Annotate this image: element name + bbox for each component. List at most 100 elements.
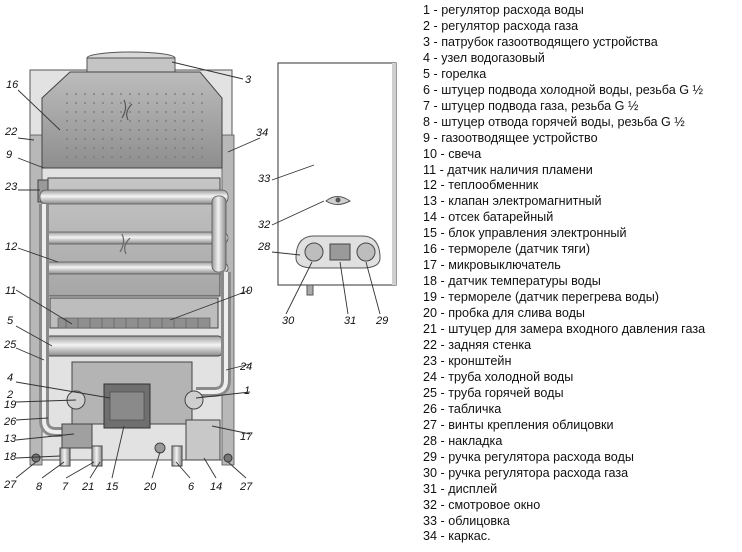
hood-logo-icon (121, 99, 133, 121)
exchanger-logo-icon (119, 233, 131, 255)
legend-item: 26 - табличка (423, 401, 502, 416)
legend-item: 10 - свеча (423, 146, 482, 161)
legend-item-number: 6 (423, 82, 431, 97)
legend-item-text: штуцер подвода холодной воды, резьба G ½ (441, 82, 704, 97)
water-knob (356, 242, 376, 262)
callout-12: 12 (5, 241, 17, 253)
legend-item-number: 33 (423, 513, 438, 528)
legend-item-number: 13 (423, 194, 438, 209)
legend-item-number: 25 (423, 385, 438, 400)
legend-item: 29 - ручка регулятора расхода воды (423, 449, 634, 464)
legend-item-number: 4 (423, 50, 431, 65)
callout-27-left: 27 (3, 479, 17, 491)
callout-26: 26 (3, 416, 17, 428)
gas-inlet (91, 445, 103, 467)
legend-item: 7 - штуцер подвода газа, резьба G ½ (423, 98, 639, 113)
water-heater-diagram: 3 16 22 9 23 12 11 10 5 25 4 2 19 26 13 … (3, 51, 397, 493)
legend-item-text: газоотводящее устройство (441, 130, 598, 145)
legend-item-number: 11 (423, 162, 437, 177)
water-regulator (184, 390, 204, 410)
legend-item: 9 - газоотводящее устройство (423, 130, 598, 145)
legend-item: 33 - облицовка (423, 513, 510, 528)
legend-item: 30 - ручка регулятора расхода газа (423, 465, 629, 480)
callout-22: 22 (4, 126, 17, 138)
callout-25: 25 (3, 339, 17, 351)
legend-item-number: 27 (423, 417, 438, 432)
legend-item-text: регулятор расхода воды (441, 3, 584, 17)
drain-plug (154, 442, 166, 454)
legend-item-number: 23 (423, 353, 438, 368)
heater-exterior-view (277, 62, 397, 296)
legend-item-number: 31 (423, 481, 438, 496)
legend-item-number: 5 (423, 66, 431, 81)
callout-15: 15 (106, 481, 119, 493)
legend-item-text: дисплей (448, 481, 498, 496)
legend-item-text: штуцер подвода газа, резьба G ½ (441, 98, 639, 113)
callout-28: 28 (257, 241, 271, 253)
legend-item-text: микровыключатель (448, 258, 561, 273)
gas-manifold (45, 335, 223, 357)
legend-item: 18 - датчик температуры воды (423, 274, 601, 289)
exchanger-coil-right (211, 195, 227, 273)
legend-item-number: 22 (423, 338, 438, 353)
legend-item-text: теплообменник (448, 178, 539, 193)
legend-item-text: горелка (441, 66, 487, 81)
casing-shadow (392, 63, 396, 285)
legend-item: 8 - штуцер отвода горячей воды, резьба G… (423, 114, 685, 129)
exterior-outlet (306, 284, 314, 296)
legend-item: 11 - датчик наличия пламени (423, 162, 593, 177)
legend-item-number: 7 (423, 98, 431, 113)
exchanger-pipe-mid (39, 231, 229, 245)
legend-item-text: задняя стенка (448, 338, 532, 353)
legend-item-text: труба холодной воды (448, 369, 574, 384)
legend-item: 5 - горелка (423, 66, 487, 81)
legend-item-number: 15 (423, 226, 438, 241)
gas-solenoid-valve (61, 423, 93, 449)
legend-item: 12 - теплообменник (423, 178, 539, 193)
legend-item: 4 - узел водогазовый (423, 50, 545, 65)
legend-item-text: блок управления электронный (448, 226, 627, 241)
callout-21: 21 (81, 481, 94, 493)
callout-labels: 3 16 22 9 23 12 11 10 5 25 4 2 19 26 13 … (3, 74, 388, 493)
legend-item-number: 16 (423, 242, 438, 257)
legend-item-text: узел водогазовый (441, 50, 545, 65)
legend-item-number: 18 (423, 274, 438, 289)
callout-8: 8 (36, 481, 43, 493)
exchanger-pipe-low (39, 261, 229, 275)
callout-10: 10 (240, 285, 253, 297)
callout-9: 9 (6, 149, 12, 161)
legend-item-text: термореле (датчик тяги) (448, 242, 591, 257)
callout-6: 6 (188, 481, 195, 493)
legend-item: 21 - штуцер для замера входного давления… (423, 322, 706, 337)
display (329, 243, 351, 261)
leader-lines (15, 61, 381, 479)
exchanger-pipe-top (39, 189, 229, 205)
legend-item-text: винты крепления облицовки (448, 417, 614, 432)
legend-item-text: датчик температуры воды (448, 274, 601, 289)
callout-1: 1 (244, 385, 250, 397)
callout-24: 24 (239, 361, 252, 373)
legend-item-number: 30 (423, 465, 438, 480)
callout-11: 11 (5, 285, 16, 297)
legend-item-number: 21 (423, 322, 438, 337)
legend-item-text: кронштейн (448, 353, 512, 368)
burner-nozzles (57, 317, 211, 329)
legend-item-text: ручка регулятора расхода воды (448, 449, 634, 464)
callout-18: 18 (4, 451, 17, 463)
legend-item: 16 - термореле (датчик тяги) (423, 242, 591, 257)
cold-water-inlet (171, 445, 183, 467)
legend-item-number: 19 (423, 290, 438, 305)
legend-item-text: свеча (448, 146, 482, 161)
legend-item-text: патрубок газоотводящего устройства (441, 34, 658, 49)
screw-right (223, 453, 233, 463)
legend-item-number: 26 (423, 401, 438, 416)
legend-item: 14 - отсек батарейный (423, 210, 554, 225)
callout-5: 5 (7, 315, 14, 327)
legend-item: 24 - труба холодной воды (423, 369, 574, 384)
legend-item-number: 9 (423, 130, 431, 145)
legend-item: 31 - дисплей (423, 481, 498, 496)
legend-item: 25 - труба горячей воды (423, 385, 564, 400)
flue-pipe (86, 57, 176, 73)
legend-item: 17 - микровыключатель (423, 258, 561, 273)
legend-item-number: 34 (423, 529, 438, 544)
